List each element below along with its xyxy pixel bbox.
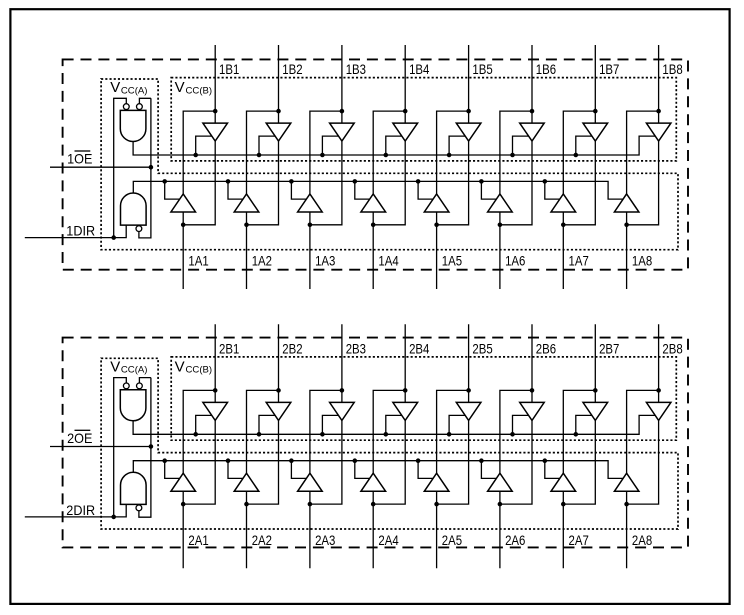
svg-text:1OE: 1OE xyxy=(67,151,92,167)
svg-text:1B4: 1B4 xyxy=(409,61,429,77)
svg-text:2B3: 2B3 xyxy=(346,341,366,357)
svg-text:2DIR: 2DIR xyxy=(66,502,95,518)
svg-text:1A7: 1A7 xyxy=(569,253,589,269)
svg-text:1A1: 1A1 xyxy=(188,253,208,269)
svg-text:2OE: 2OE xyxy=(67,430,92,446)
svg-text:2B1: 2B1 xyxy=(219,341,239,357)
svg-text:2A4: 2A4 xyxy=(378,532,398,548)
svg-text:2A8: 2A8 xyxy=(632,532,652,548)
svg-text:V: V xyxy=(175,358,185,375)
svg-text:2A1: 2A1 xyxy=(188,532,208,548)
svg-text:2A3: 2A3 xyxy=(315,532,335,548)
svg-text:V: V xyxy=(110,358,120,375)
svg-text:1DIR: 1DIR xyxy=(66,223,95,239)
svg-text:2B8: 2B8 xyxy=(662,341,682,357)
svg-text:1A3: 1A3 xyxy=(315,253,335,269)
svg-text:1B5: 1B5 xyxy=(472,61,492,77)
svg-text:V: V xyxy=(110,79,120,96)
svg-text:1B8: 1B8 xyxy=(662,61,682,77)
svg-text:CC(A): CC(A) xyxy=(121,84,148,95)
svg-text:2A2: 2A2 xyxy=(252,532,272,548)
svg-text:CC(B): CC(B) xyxy=(186,84,213,95)
svg-text:1B2: 1B2 xyxy=(282,61,302,77)
svg-text:2B6: 2B6 xyxy=(536,341,556,357)
svg-text:V: V xyxy=(175,79,185,96)
svg-text:2B2: 2B2 xyxy=(282,341,302,357)
svg-text:1B3: 1B3 xyxy=(346,61,366,77)
svg-text:1B6: 1B6 xyxy=(536,61,556,77)
svg-text:1A5: 1A5 xyxy=(442,253,462,269)
svg-text:1A6: 1A6 xyxy=(505,253,525,269)
svg-text:2A6: 2A6 xyxy=(505,532,525,548)
svg-text:2A7: 2A7 xyxy=(569,532,589,548)
svg-text:2B5: 2B5 xyxy=(472,341,492,357)
svg-text:CC(A): CC(A) xyxy=(121,364,148,375)
svg-text:2B7: 2B7 xyxy=(599,341,619,357)
svg-text:1A2: 1A2 xyxy=(252,253,272,269)
svg-text:2B4: 2B4 xyxy=(409,341,429,357)
svg-text:1B1: 1B1 xyxy=(219,61,239,77)
svg-text:1B7: 1B7 xyxy=(599,61,619,77)
svg-text:1A4: 1A4 xyxy=(378,253,398,269)
svg-text:CC(B): CC(B) xyxy=(186,364,213,375)
svg-text:2A5: 2A5 xyxy=(442,532,462,548)
svg-text:1A8: 1A8 xyxy=(632,253,652,269)
